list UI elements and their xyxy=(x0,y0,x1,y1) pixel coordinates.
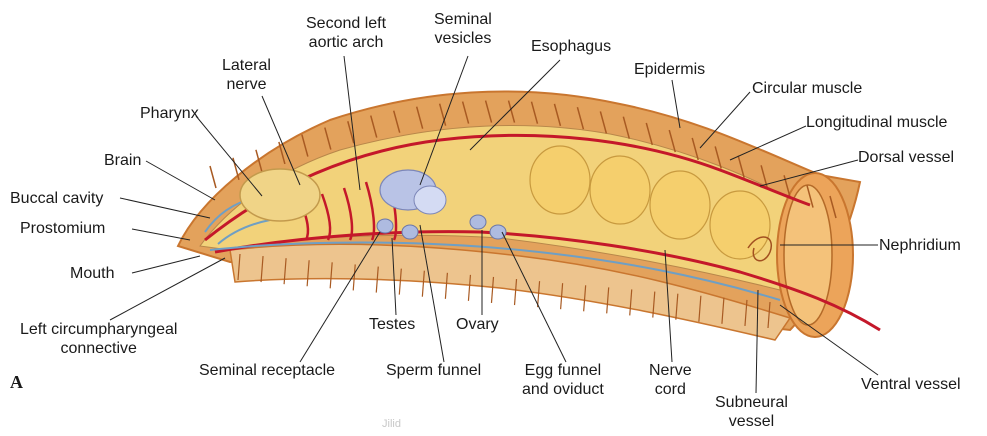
label-line: Nerve xyxy=(649,361,692,380)
label-mouth: Mouth xyxy=(70,264,114,283)
intestine-lobe xyxy=(650,171,710,239)
seminal-vesicle xyxy=(414,186,446,214)
label-line: aortic arch xyxy=(306,33,386,52)
label-seminal-vesicles: Seminal vesicles xyxy=(434,10,492,48)
label-dorsal-vessel: Dorsal vessel xyxy=(858,148,954,167)
label-circular-muscle: Circular muscle xyxy=(752,79,862,98)
label-line: Seminal xyxy=(434,10,492,29)
panel-letter: A xyxy=(10,372,23,393)
label-line: connective xyxy=(20,339,177,358)
label-seminal-receptacle: Seminal receptacle xyxy=(199,361,335,380)
label-egg-funnel-and-oviduct: Egg funnel and oviduct xyxy=(522,361,604,399)
leader-line xyxy=(110,258,225,320)
leader-line xyxy=(132,256,200,273)
label-nerve-cord: Nerve cord xyxy=(649,361,692,399)
leader-line xyxy=(146,161,215,200)
label-line: Lateral xyxy=(222,56,271,75)
label-sperm-funnel: Sperm funnel xyxy=(386,361,481,380)
leader-line xyxy=(132,229,190,240)
label-line: nerve xyxy=(222,75,271,94)
gonad-structure xyxy=(402,225,418,239)
label-ovary: Ovary xyxy=(456,315,499,334)
label-nephridium: Nephridium xyxy=(879,236,961,255)
segment-ridge xyxy=(210,166,216,188)
leader-line xyxy=(120,198,210,218)
label-ventral-vessel: Ventral vessel xyxy=(861,375,961,394)
label-brain: Brain xyxy=(104,151,141,170)
label-line: and oviduct xyxy=(522,380,604,399)
label-line: Second left xyxy=(306,14,386,33)
pharynx-organ xyxy=(240,169,320,221)
label-left-circumpharyngeal-connective: Left circumpharyngeal connective xyxy=(20,320,177,358)
label-pharynx: Pharynx xyxy=(140,104,199,123)
label-line: vesicles xyxy=(434,29,492,48)
label-line: Left circumpharyngeal xyxy=(20,320,177,339)
label-esophagus: Esophagus xyxy=(531,37,611,56)
intestine-lobe xyxy=(710,191,770,259)
gonad-structure xyxy=(470,215,486,229)
label-second-left-aortic-arch: Second left aortic arch xyxy=(306,14,386,52)
label-buccal-cavity: Buccal cavity xyxy=(10,189,103,208)
intestine-lobe xyxy=(530,146,590,214)
gonad-structure xyxy=(377,219,393,233)
label-line: Subneural xyxy=(715,393,788,412)
gonad-structure xyxy=(490,225,506,239)
label-epidermis: Epidermis xyxy=(634,60,705,79)
label-longitudinal-muscle: Longitudinal muscle xyxy=(806,113,947,132)
label-line: cord xyxy=(649,380,692,399)
label-lateral-nerve: Lateral nerve xyxy=(222,56,271,94)
label-prostomium: Prostomium xyxy=(20,219,105,238)
intestine-lobe xyxy=(590,156,650,224)
label-line: vessel xyxy=(715,412,788,431)
label-line: Egg funnel xyxy=(522,361,604,380)
label-subneural-vessel: Subneural vessel xyxy=(715,393,788,431)
watermark-text: Jilid xyxy=(382,418,401,430)
label-testes: Testes xyxy=(369,315,415,334)
cross-section-inner xyxy=(784,185,832,325)
